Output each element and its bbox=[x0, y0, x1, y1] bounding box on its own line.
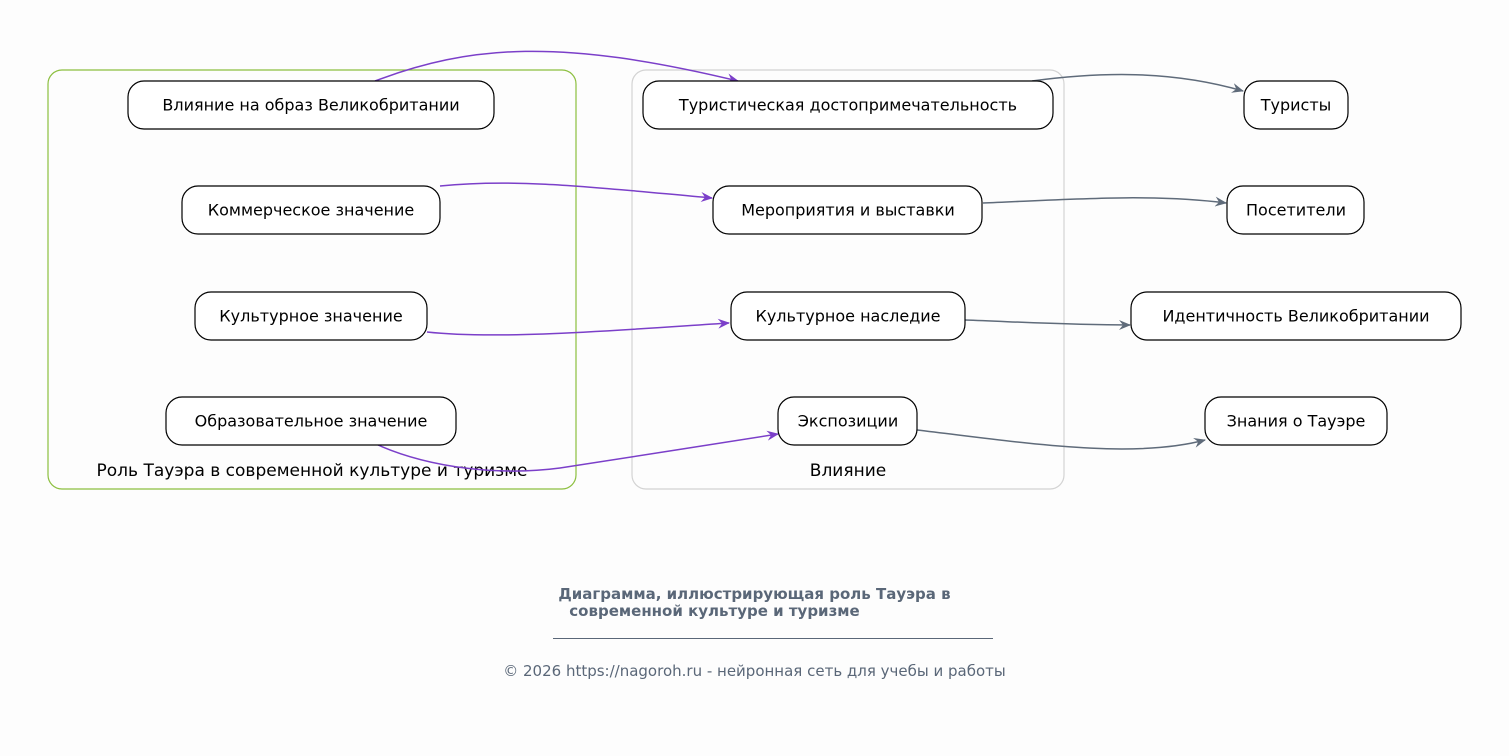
node-c3-label: Идентичность Великобритании bbox=[1162, 307, 1429, 326]
node-a1[interactable]: Влияние на образ Великобритании bbox=[127, 80, 495, 130]
node-c4-label: Знания о Тауэре bbox=[1227, 412, 1366, 431]
edge-a1-b1 bbox=[374, 50, 739, 84]
edges bbox=[374, 50, 1244, 472]
edge-b1-c1 bbox=[1031, 73, 1244, 93]
cluster-role-label: Роль Тауэра в современной культуре и тур… bbox=[97, 461, 528, 481]
node-c1-label: Туристы bbox=[1260, 96, 1332, 115]
node-c3[interactable]: Идентичность Великобритании bbox=[1130, 291, 1462, 341]
node-a4[interactable]: Образовательное значение bbox=[165, 396, 457, 446]
node-c2[interactable]: Посетители bbox=[1226, 185, 1365, 235]
node-b4[interactable]: Экспозиции bbox=[777, 396, 918, 446]
node-b3-label: Культурное наследие bbox=[755, 307, 940, 326]
edge-a4-b4 bbox=[377, 430, 779, 472]
node-a4-label: Образовательное значение bbox=[195, 412, 428, 431]
node-a3[interactable]: Культурное значение bbox=[194, 291, 428, 341]
node-a2-label: Коммерческое значение bbox=[208, 201, 415, 220]
caption-title: Диаграмма, иллюстрирующая роль Тауэра в … bbox=[0, 586, 1509, 620]
node-c4[interactable]: Знания о Тауэре bbox=[1204, 396, 1388, 446]
copyright-text: © 2026 https://nagoroh.ru - нейронная се… bbox=[503, 662, 1006, 680]
caption-divider bbox=[553, 638, 993, 639]
cluster-role: Роль Тауэра в современной культуре и тур… bbox=[47, 69, 577, 490]
node-a3-label: Культурное значение bbox=[219, 307, 402, 326]
node-b2-label: Мероприятия и выставки bbox=[741, 201, 955, 220]
edge-a2-b2 bbox=[439, 182, 713, 203]
node-b1-label: Туристическая достопримечательность bbox=[678, 96, 1017, 115]
edge-a3-b3 bbox=[426, 318, 730, 336]
cluster-influence-label: Влияние bbox=[810, 461, 886, 481]
node-b4-label: Экспозиции bbox=[798, 412, 898, 431]
node-c1[interactable]: Туристы bbox=[1243, 80, 1349, 130]
cluster-influence: Влияние bbox=[631, 69, 1065, 490]
caption-title-line2: современной культуре и туризме bbox=[569, 602, 860, 620]
node-a2[interactable]: Коммерческое значение bbox=[181, 185, 441, 235]
node-b3[interactable]: Культурное наследие bbox=[730, 291, 966, 341]
caption-title-line1: Диаграмма, иллюстрирующая роль Тауэра в bbox=[558, 585, 951, 603]
node-b2[interactable]: Мероприятия и выставки bbox=[712, 185, 983, 235]
node-a1-label: Влияние на образ Великобритании bbox=[162, 96, 459, 115]
edge-b3-c3 bbox=[964, 319, 1131, 330]
node-c2-label: Посетители bbox=[1246, 201, 1346, 220]
node-b1[interactable]: Туристическая достопримечательность bbox=[642, 80, 1054, 130]
edge-b2-c2 bbox=[982, 196, 1227, 207]
edge-b4-c4 bbox=[916, 429, 1206, 450]
